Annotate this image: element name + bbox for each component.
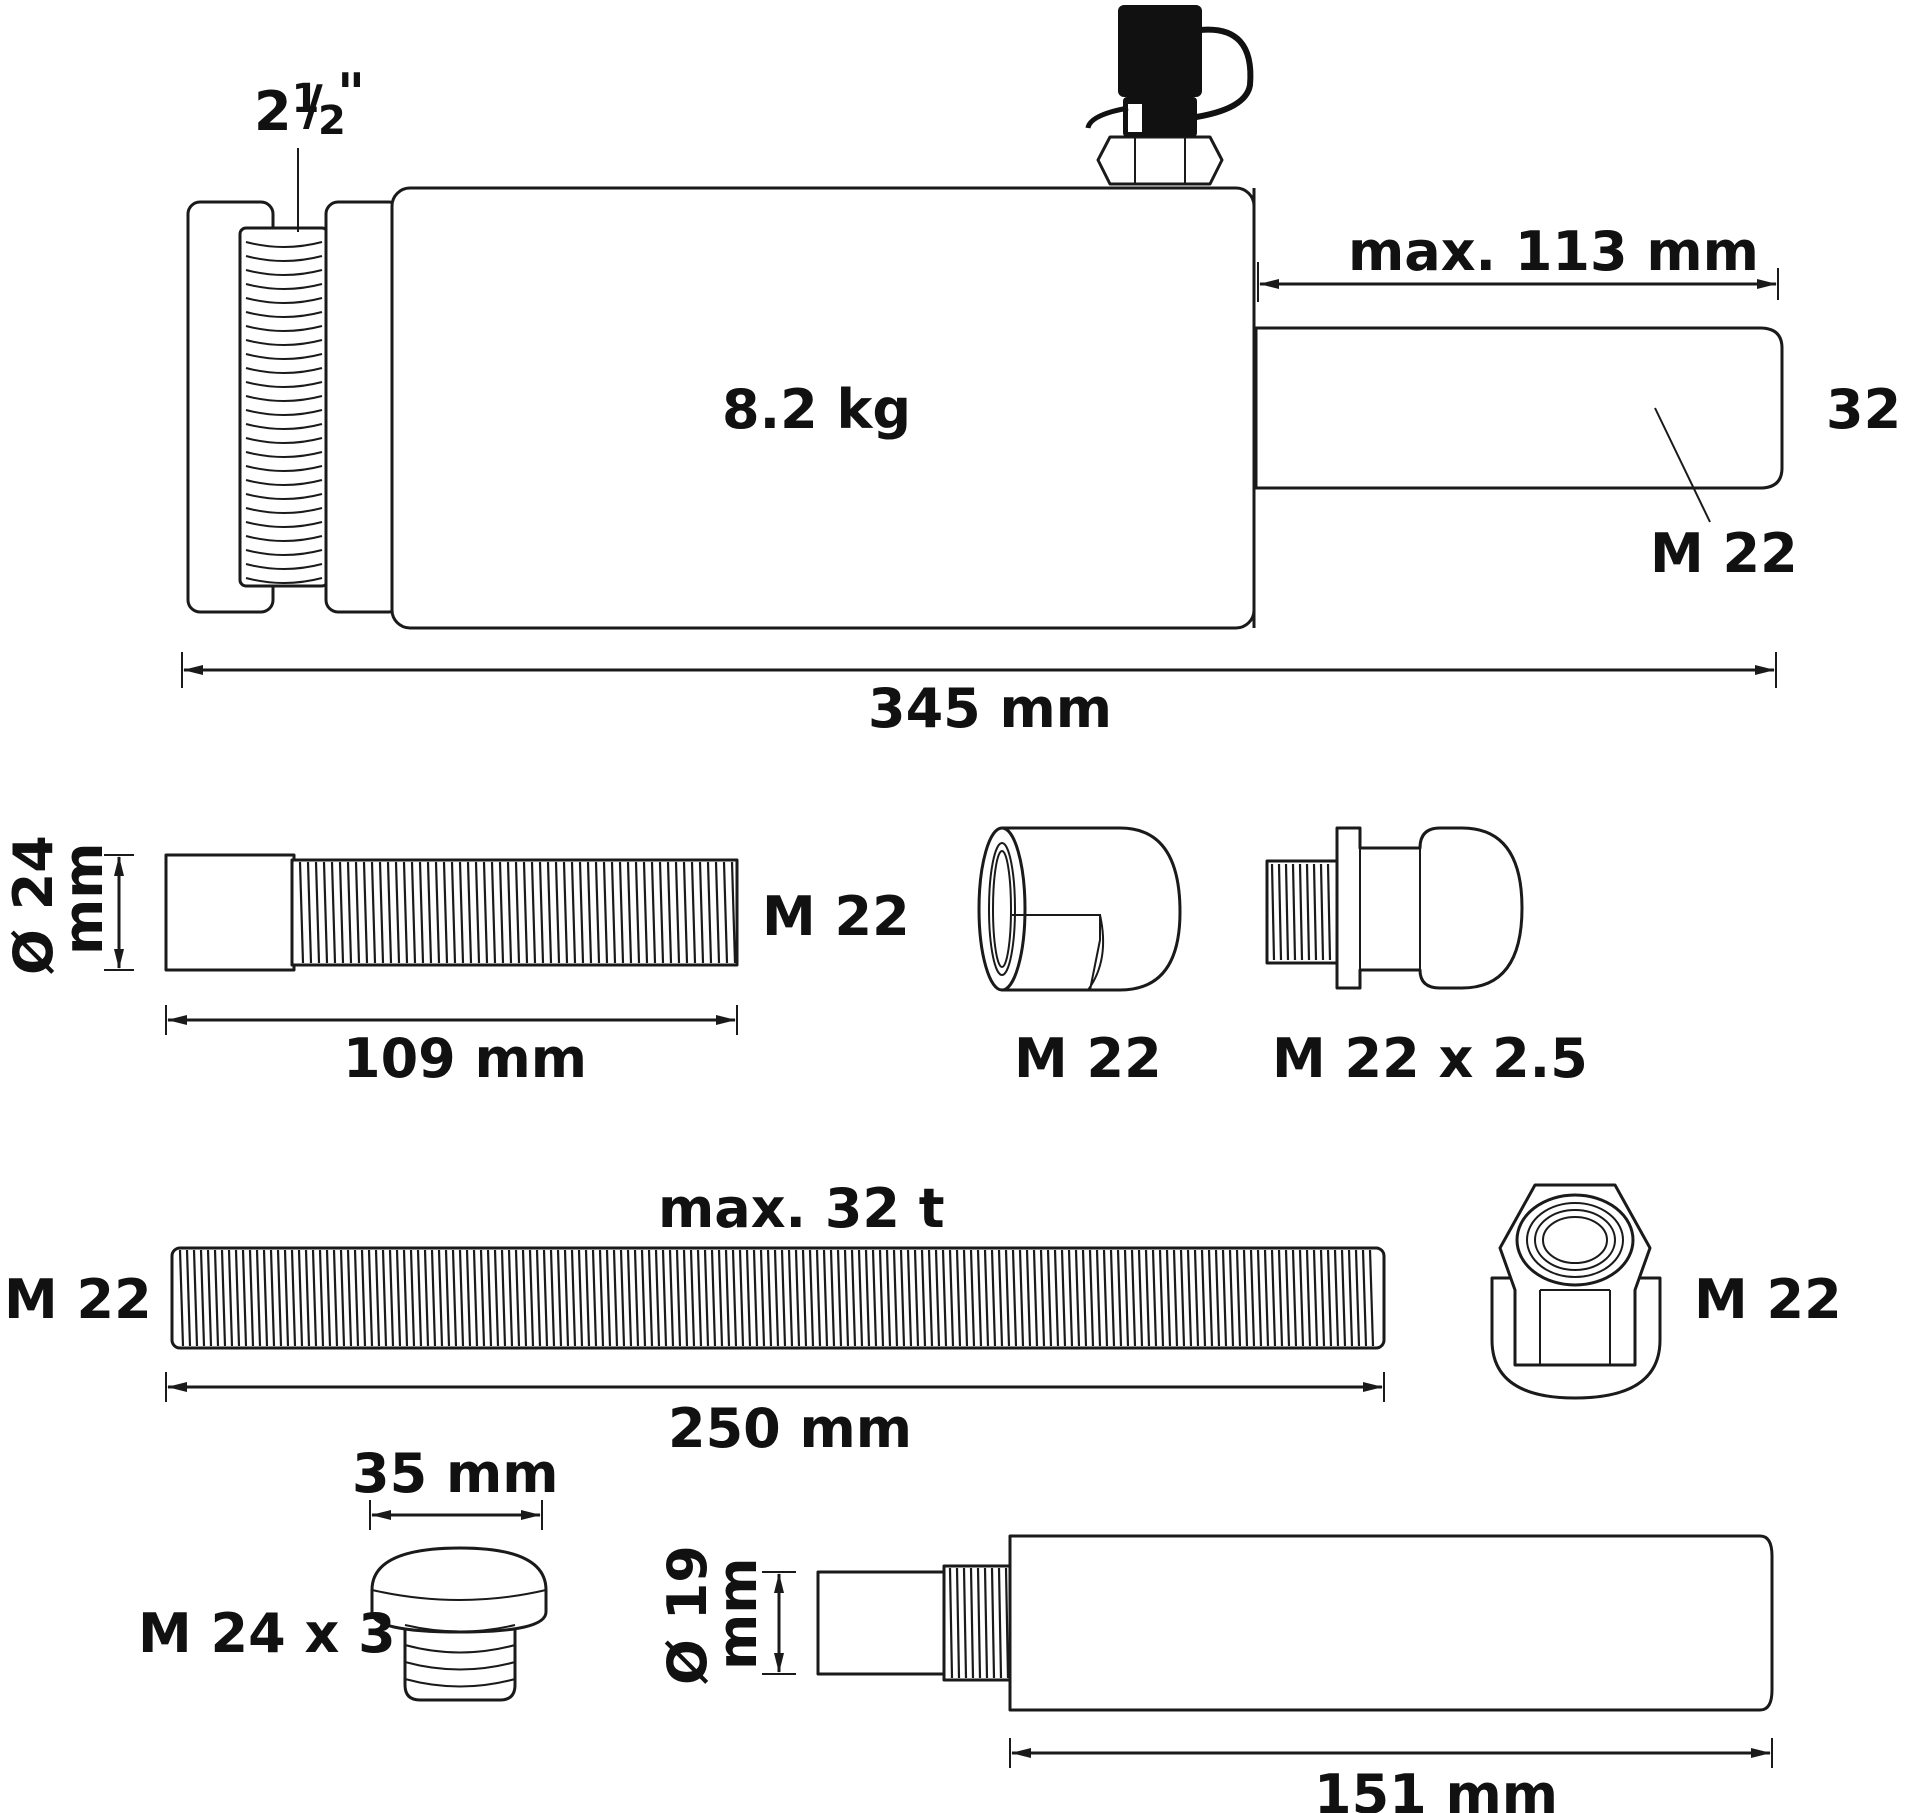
bolt-thread-label: M 22	[762, 885, 910, 948]
bolt-diameter-unit: mm	[52, 842, 115, 955]
adapter: M 22 x 2.5	[1265, 826, 1588, 1090]
threaded-rod: max. 32 t M 22 250 mm	[4, 1177, 1386, 1460]
extension: Ø 19 mm 151 mm	[656, 1534, 1774, 1813]
adapter-thread-label: M 22 x 2.5	[1272, 1027, 1588, 1090]
saddle-thread-label: M 24 x 3	[138, 1602, 396, 1665]
weight-label: 8.2 kg	[722, 378, 911, 441]
extension-diameter-label: Ø 19	[656, 1545, 719, 1685]
bolt-thread-lines	[298, 861, 737, 964]
coupling-thread-label: M 22	[1014, 1027, 1162, 1090]
hydraulic-cylinder: 21" / 2 " 8.2 kg max. 113 mm 32 t M 22 3…	[181, 5, 1920, 740]
rod-thread-label: M 22	[4, 1268, 152, 1331]
stroke-label: max. 113 mm	[1348, 220, 1759, 283]
saddle: 35 mm M 24 x 3	[138, 1442, 558, 1702]
coupling-nut: M 22	[977, 826, 1182, 1090]
adapter-body	[1335, 826, 1524, 990]
saddle-head	[370, 1546, 548, 1634]
coupling-body	[1000, 826, 1182, 992]
length-label: 345 mm	[868, 677, 1112, 740]
bolt-diameter-label: Ø 24	[2, 835, 65, 975]
rod-capacity-label: max. 32 t	[658, 1177, 945, 1240]
extension-length-label: 151 mm	[1314, 1763, 1558, 1813]
nut-thread-label: M 22	[1694, 1268, 1842, 1331]
cylinder-ring	[324, 200, 403, 614]
bolt-plain-section	[164, 853, 296, 972]
capacity-label: 32 t	[1826, 378, 1920, 441]
extension-diameter-unit: mm	[706, 1557, 769, 1670]
hex-nut: M 22	[1490, 1183, 1842, 1400]
plunger-thread-label: M 22	[1650, 522, 1798, 585]
rod-thread-lines	[178, 1249, 1375, 1347]
adapter-thread-lines	[1270, 863, 1332, 961]
saddle-width-label: 35 mm	[352, 1442, 558, 1505]
cylinder-plunger	[1254, 326, 1784, 490]
thread-size-denominator: 2	[318, 98, 346, 144]
cylinder-thread-section	[238, 226, 330, 588]
nut-bore	[1515, 1193, 1635, 1287]
bolt-length-label: 109 mm	[343, 1027, 587, 1090]
thread-size-label: 21"	[254, 76, 340, 143]
coupler-cap	[1118, 5, 1202, 97]
extension-thread-lines	[948, 1567, 1010, 1679]
thread-size-fraction-slash: /	[303, 74, 323, 137]
thread-size-inch-mark: "	[337, 62, 365, 125]
extension-pin	[816, 1570, 950, 1676]
coupling-end	[977, 826, 1027, 992]
extension-bolt: Ø 24 mm M 22 109 mm	[2, 835, 910, 1090]
cylinder-thread-lines	[245, 241, 323, 584]
hex-fitting	[1096, 135, 1224, 186]
coupler-strap	[1189, 26, 1254, 121]
extension-body	[1008, 1534, 1774, 1712]
rod-length-label: 250 mm	[668, 1397, 912, 1460]
saddle-thread	[403, 1623, 517, 1702]
